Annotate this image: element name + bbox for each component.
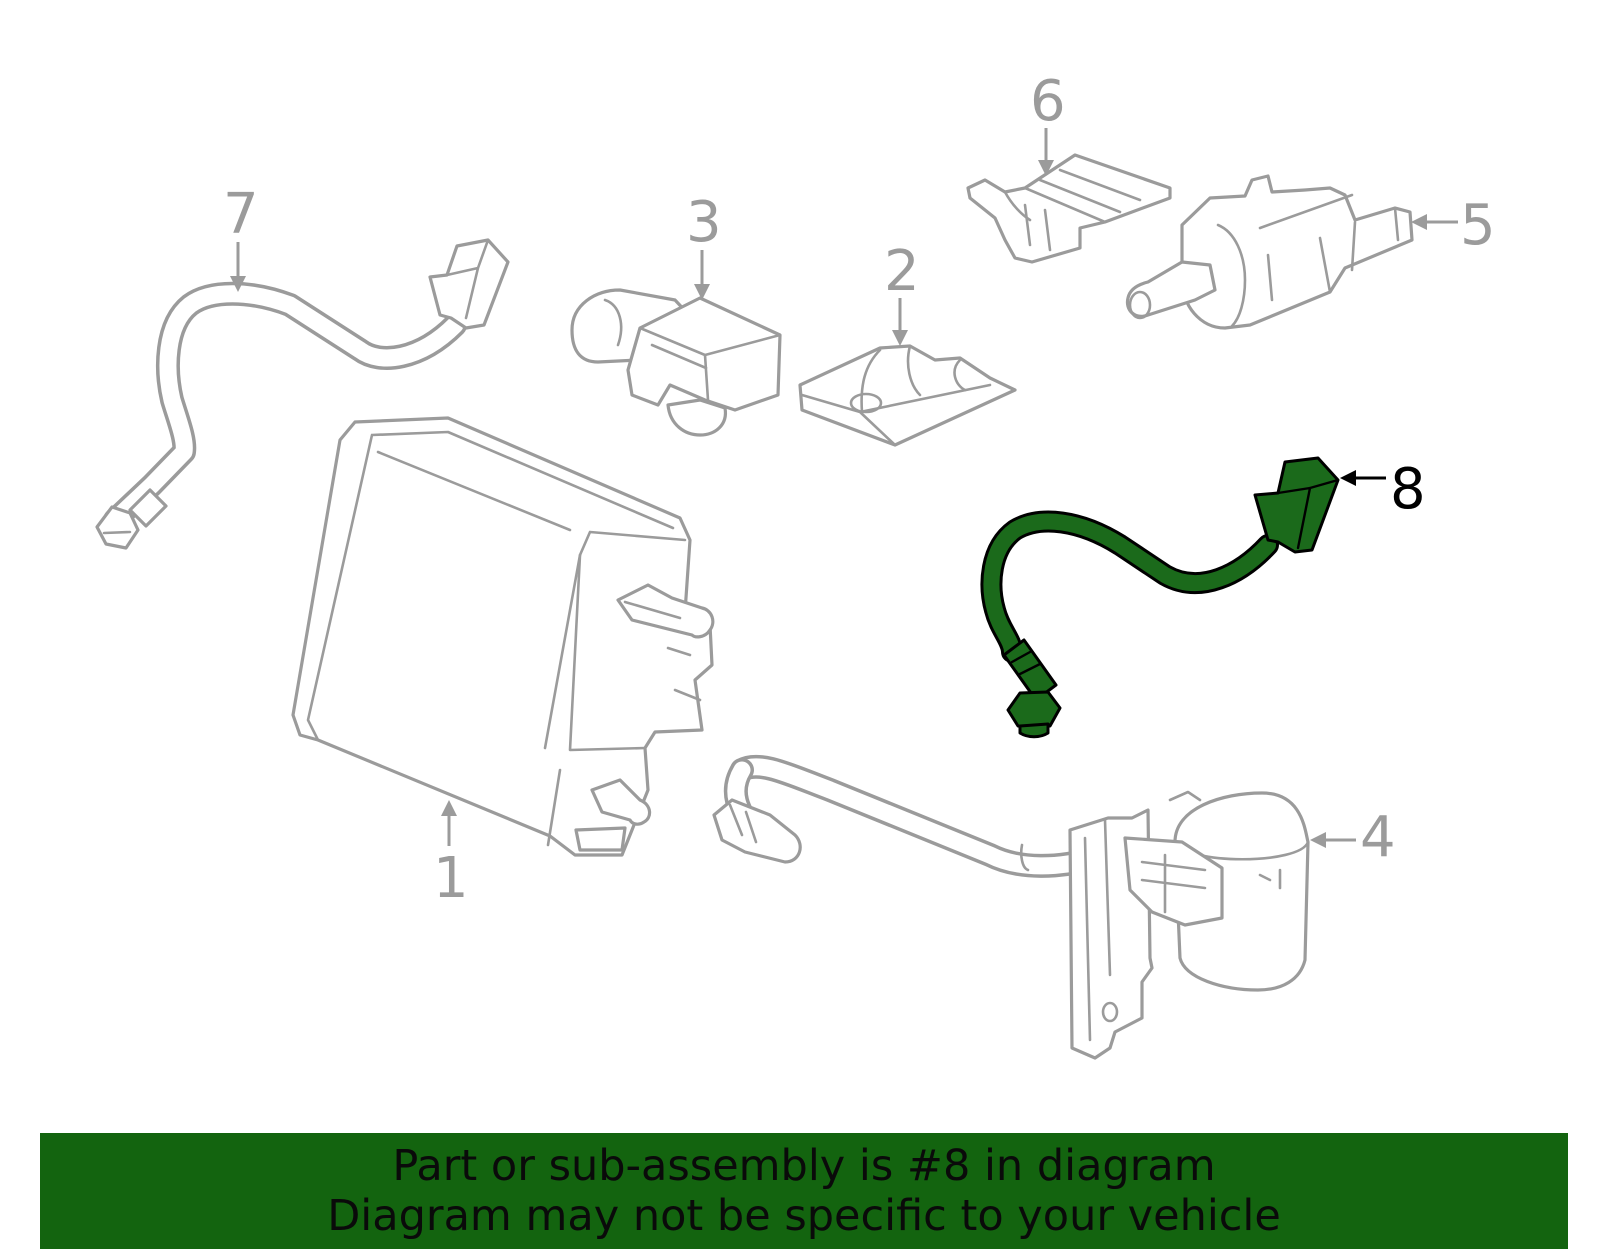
callout-2: 2 bbox=[884, 239, 920, 346]
part-2-bracket[interactable] bbox=[798, 344, 1017, 447]
callout-4-label: 4 bbox=[1360, 805, 1396, 870]
callout-5: 5 bbox=[1411, 193, 1496, 258]
part-5-purge-valve[interactable] bbox=[1125, 174, 1414, 330]
banner-line-2: Diagram may not be specific to your vehi… bbox=[327, 1191, 1281, 1241]
callout-8: 8 bbox=[1340, 457, 1426, 522]
callout-3-label: 3 bbox=[686, 190, 722, 255]
callout-8-label: 8 bbox=[1390, 457, 1426, 522]
callout-6: 6 bbox=[1030, 69, 1066, 176]
part-4-vent-valve[interactable] bbox=[712, 754, 1310, 1060]
callout-1-label: 1 bbox=[433, 846, 469, 911]
callout-3: 3 bbox=[686, 190, 722, 300]
banner-line-1: Part or sub-assembly is #8 in diagram bbox=[392, 1141, 1216, 1191]
part-8-oxygen-sensor-highlighted[interactable] bbox=[980, 456, 1340, 739]
part-6-clip-bracket[interactable] bbox=[966, 153, 1172, 264]
callout-7-label: 7 bbox=[223, 182, 259, 247]
callout-4: 4 bbox=[1310, 805, 1396, 870]
callout-6-label: 6 bbox=[1030, 69, 1066, 134]
callout-7: 7 bbox=[223, 182, 259, 292]
callout-1: 1 bbox=[433, 800, 469, 911]
part-3-pressure-sensor[interactable] bbox=[570, 288, 782, 437]
info-banner: Part or sub-assembly is #8 in diagram Di… bbox=[40, 1133, 1568, 1249]
part-1-evap-canister[interactable] bbox=[291, 416, 715, 857]
part-7-sensor-cable[interactable] bbox=[95, 238, 510, 550]
callout-2-label: 2 bbox=[884, 239, 920, 304]
callout-5-label: 5 bbox=[1460, 193, 1496, 258]
